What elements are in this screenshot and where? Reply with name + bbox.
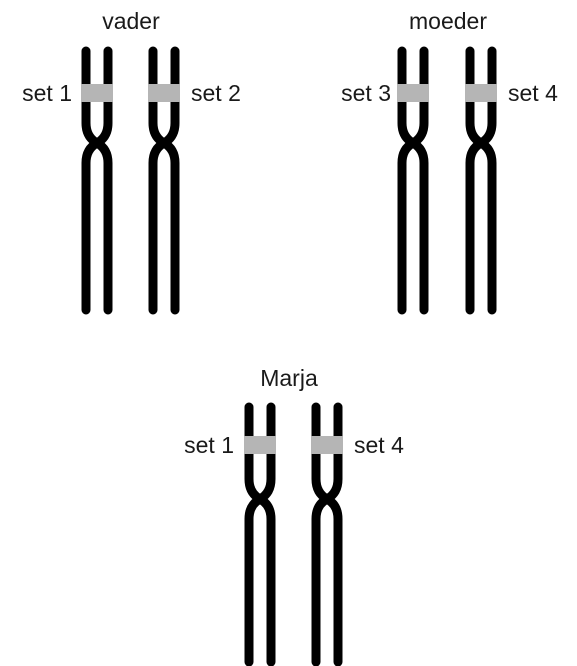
group-title-marja: Marja: [260, 365, 318, 391]
band-moeder-right: [465, 84, 497, 102]
chromosome-moeder-right: [465, 46, 497, 315]
chromosome-vader-right: [148, 46, 180, 315]
group-vader: vader set 1 set 2: [22, 8, 241, 315]
group-title-moeder: moeder: [409, 8, 487, 34]
label-moeder-right-set: set 4: [508, 80, 558, 106]
band-moeder-left: [397, 84, 429, 102]
group-title-vader: vader: [102, 8, 160, 34]
chromosome-moeder-left: [397, 46, 429, 315]
band-vader-left: [81, 84, 113, 102]
chromosome-vader-left: [81, 46, 113, 315]
label-marja-right-set: set 4: [354, 432, 404, 458]
label-vader-right-set: set 2: [191, 80, 241, 106]
group-moeder: moeder set 3 set 4: [341, 8, 558, 315]
band-vader-right: [148, 84, 180, 102]
group-marja: Marja set 1 set 4: [184, 365, 404, 666]
label-vader-left-set: set 1: [22, 80, 72, 106]
label-marja-left-set: set 1: [184, 432, 234, 458]
chromosome-marja-left: [244, 402, 276, 666]
band-marja-right: [311, 436, 343, 454]
band-marja-left: [244, 436, 276, 454]
label-moeder-left-set: set 3: [341, 80, 391, 106]
chromosome-marja-right: [311, 402, 343, 666]
